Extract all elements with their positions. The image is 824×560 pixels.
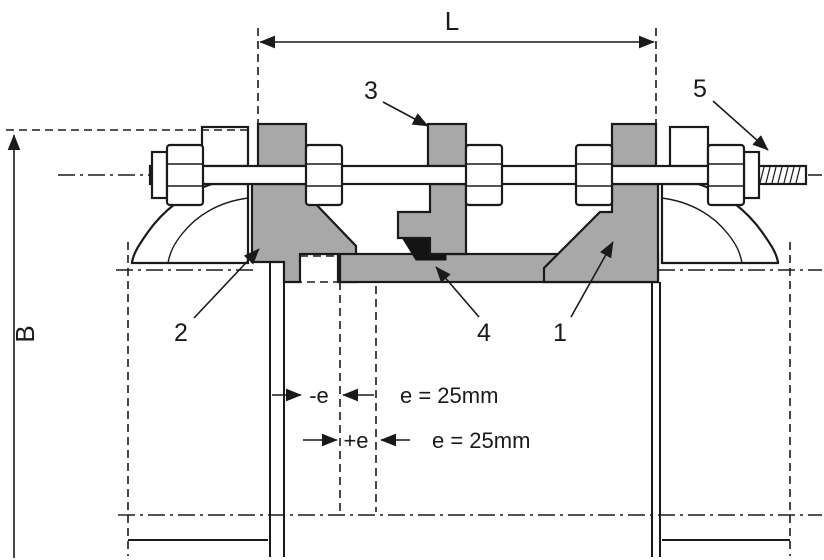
hex-nut-2 <box>304 143 344 207</box>
hex-nut-3 <box>464 143 504 207</box>
callout-5-label: 5 <box>693 75 707 103</box>
adjustment-lines <box>299 255 377 512</box>
dim-L-label: L <box>445 6 459 36</box>
minus-e-label: -e <box>309 383 329 408</box>
callout-3-arrow <box>382 101 429 127</box>
hex-nut-1 <box>165 143 205 207</box>
flange-adapter-top <box>256 122 308 168</box>
dimension-B: B <box>6 129 252 558</box>
right-pipe-flange-top <box>668 125 710 168</box>
callout-2-label: 2 <box>174 319 188 347</box>
thread-ticks <box>759 166 801 184</box>
callout-1-label: 1 <box>553 319 567 347</box>
callout-2-arrow <box>193 248 260 319</box>
gland-top <box>426 122 468 168</box>
callouts: 3 5 2 4 1 <box>174 75 769 347</box>
gland-part3 <box>396 182 468 256</box>
plus-e-value: e = 25mm <box>432 428 530 453</box>
pipe-flanges <box>130 125 780 265</box>
coupling-parts <box>250 122 660 284</box>
callout-5-arrow <box>712 100 769 151</box>
pipe-lines <box>116 242 822 557</box>
dimension-L: L <box>257 6 657 148</box>
callout-1-arrow <box>570 241 614 318</box>
callout-4-arrow <box>435 266 480 318</box>
hex-nut-5 <box>706 143 746 207</box>
left-pipe-flange-fillet <box>167 197 249 264</box>
body-flange-top <box>610 122 658 168</box>
callout-3-label: 3 <box>364 77 378 105</box>
right-washer <box>742 150 761 200</box>
hex-nut-4 <box>574 143 614 207</box>
dim-B-label: B <box>10 325 40 342</box>
plus-e-label: +e <box>343 428 368 453</box>
pipe-end-alt-position-box <box>299 255 341 283</box>
tie-rod-assembly <box>58 143 822 207</box>
coupling-body-part1 <box>542 182 660 284</box>
minus-e-value: e = 25mm <box>400 383 498 408</box>
callout-4-label: 4 <box>477 319 491 347</box>
left-washer <box>150 150 169 200</box>
left-pipe-flange-top <box>200 125 250 168</box>
adjustment-annotations: -e e = 25mm +e e = 25mm <box>272 383 530 453</box>
right-pipe-flange-fillet <box>661 197 743 264</box>
